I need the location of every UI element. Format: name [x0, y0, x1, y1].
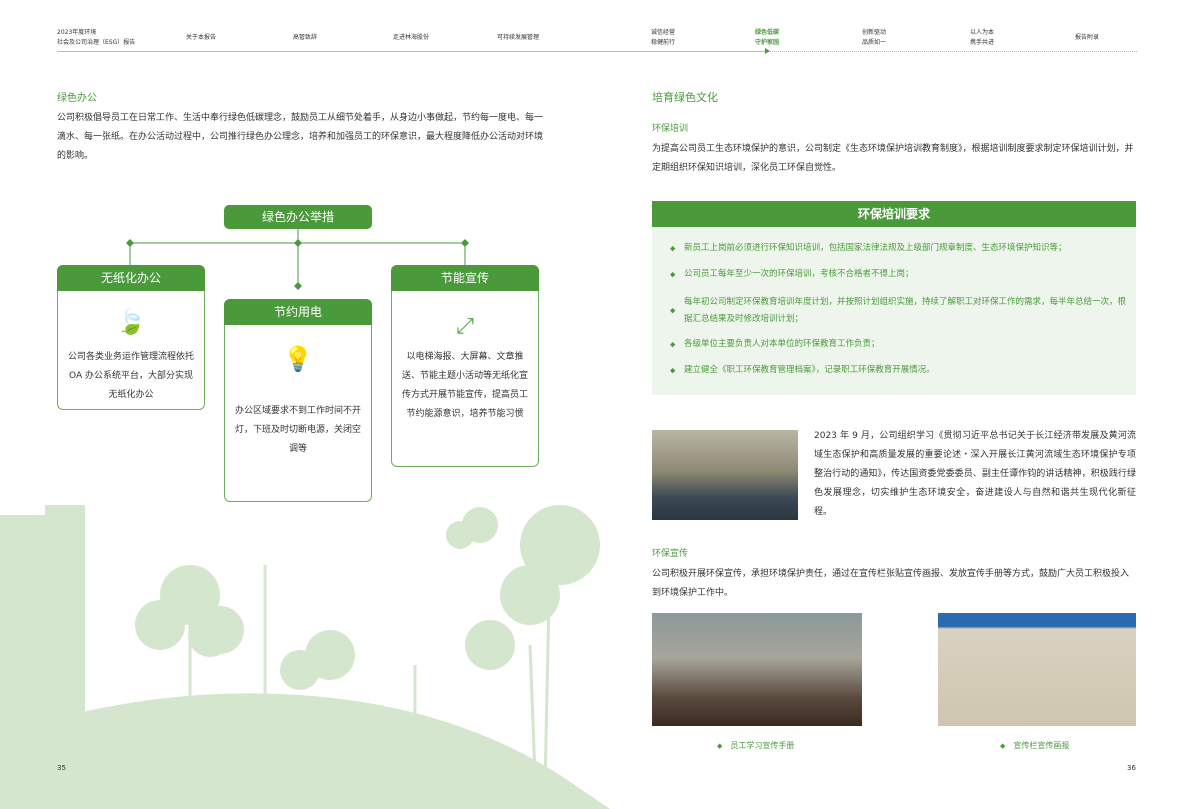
nav-green[interactable]: 绿色低碳守护家园	[755, 28, 779, 48]
bulletin-board-photo	[938, 613, 1136, 726]
card-title: 节能宣传	[391, 265, 539, 291]
study-paragraph: 2023 年 9 月，公司组织学习《贯彻习近平总书记关于长江经济带发展及黄河流域…	[814, 431, 1136, 517]
diagram-connectors	[126, 229, 469, 290]
nav-speech[interactable]: 高管致辞	[293, 34, 318, 41]
nav-innovation[interactable]: 创新驱动品质如一	[862, 28, 886, 48]
card-title: 节约用电	[224, 299, 372, 325]
intro-paragraph: 公司积极倡导员工在日常工作、生活中奉行绿色低碳理念，鼓励员工从细节处着手，从身边…	[57, 113, 544, 161]
card-text: 公司各类业务运作管理流程依托 OA 办公系统平台，大部分实现无纸化办公	[67, 352, 194, 400]
training-paragraph: 为提高公司员工生态环境保护的意识，公司制定《生态环境保护培训教育制度》，根据培训…	[652, 144, 1134, 173]
diagram-title: 绿色办公举措	[224, 205, 372, 229]
nav-appendix[interactable]: 报告附录	[1075, 34, 1100, 41]
section-title: 绿色办公	[57, 93, 97, 104]
nav-remaining-line	[767, 51, 1137, 52]
card-paperless: 无纸化办公 🍃 公司各类业务运作管理流程依托 OA 办公系统平台，大部分实现无纸…	[57, 265, 205, 410]
nav-label: 品质如一	[862, 39, 887, 46]
nav-integrity[interactable]: 诚信经营稳健前行	[651, 28, 675, 48]
nav-label: 以人为本	[970, 29, 995, 36]
caption-text: 宣传栏宣传画报	[1013, 741, 1070, 750]
requirement-item: 公司员工每年至少一次的环保培训，考核不合格者不得上岗；	[670, 266, 1126, 283]
requirement-item: 建立健全《职工环保教育管理档案》，记录职工环保教育开展情况。	[670, 362, 1126, 379]
nav-people[interactable]: 以人为本携手共进	[970, 28, 994, 48]
card-energy-promo: 节能宣传 ⤢ 以电梯海报、大屏幕、文章推送、节能主题小活动等无纸化宣传方式开展节…	[391, 265, 539, 467]
nav-about[interactable]: 关于本报告	[186, 34, 217, 41]
report-title-line1: 2023年度环境	[57, 29, 97, 36]
requirement-item: 每年初公司制定环保教育培训年度计划，并按照计划组织实施，持续了解职工对环保工作的…	[670, 294, 1126, 328]
nav-label: 守护家园	[755, 39, 780, 46]
section-title-right: 培育绿色文化	[652, 91, 718, 104]
promo-paragraph: 公司积极开展环保宣传，承担环境保护责任，通过在宣传栏张贴宣传画报、发放宣传手册等…	[652, 569, 1130, 598]
leaf-icon: 🍃	[116, 308, 146, 336]
nav-label: 携手共进	[970, 39, 995, 46]
nav-label: 绿色低碳	[755, 29, 780, 36]
requirement-item: 各级单位主要负责人对本单位的环保教育工作负责；	[670, 336, 1126, 353]
nav-sustainability[interactable]: 可持续发展管理	[497, 34, 540, 41]
card-title: 无纸化办公	[57, 265, 205, 291]
lightbulb-icon: 💡	[283, 345, 313, 373]
nav-label: 稳健前行	[651, 39, 676, 46]
promo-title: 环保宣传	[652, 549, 689, 559]
card-save-power: 节约用电 💡 办公区域要求不到工作时间不开灯，下班及时切断电源，关闭空调等	[224, 299, 372, 502]
expand-arrows-icon: ⤢	[456, 314, 474, 339]
training-title: 环保培训	[652, 124, 689, 134]
training-requirements-box: 环保培训要求 新员工上岗前必须进行环保知识培训，包括国家法律法规及上级部门规章制…	[652, 201, 1136, 395]
nav-label: 创新驱动	[862, 29, 887, 36]
brochure-photo	[652, 613, 862, 726]
nav-current-marker	[765, 48, 770, 54]
requirement-item: 新员工上岗前必须进行环保知识培训，包括国家法律法规及上级部门规章制度、生态环境保…	[670, 240, 1126, 257]
nav-label: 诚信经营	[651, 29, 676, 36]
caption-brochure: ◆员工学习宣传手册	[717, 741, 795, 750]
report-title[interactable]: 2023年度环境社会及公司治理（ESG）报告	[57, 28, 135, 48]
caption-bulletin: ◆宣传栏宣传画报	[1000, 741, 1070, 750]
meeting-photo	[652, 430, 798, 520]
nav-progress-line	[57, 51, 767, 52]
caption-text: 员工学习宣传手册	[730, 741, 795, 750]
requirements-title: 环保培训要求	[652, 201, 1136, 227]
card-text: 以电梯海报、大屏幕、文章推送、节能主题小活动等无纸化宣传方式开展节能宣传，提高员…	[401, 352, 528, 419]
green-city-illustration	[0, 505, 610, 809]
card-text: 办公区域要求不到工作时间不开灯，下班及时切断电源，关闭空调等	[234, 406, 361, 454]
nav-company[interactable]: 走进林海股份	[393, 34, 430, 41]
page-number-right: 36	[1127, 764, 1136, 772]
report-title-line2: 社会及公司治理（ESG）报告	[57, 39, 136, 46]
page-number-left: 35	[57, 764, 66, 772]
